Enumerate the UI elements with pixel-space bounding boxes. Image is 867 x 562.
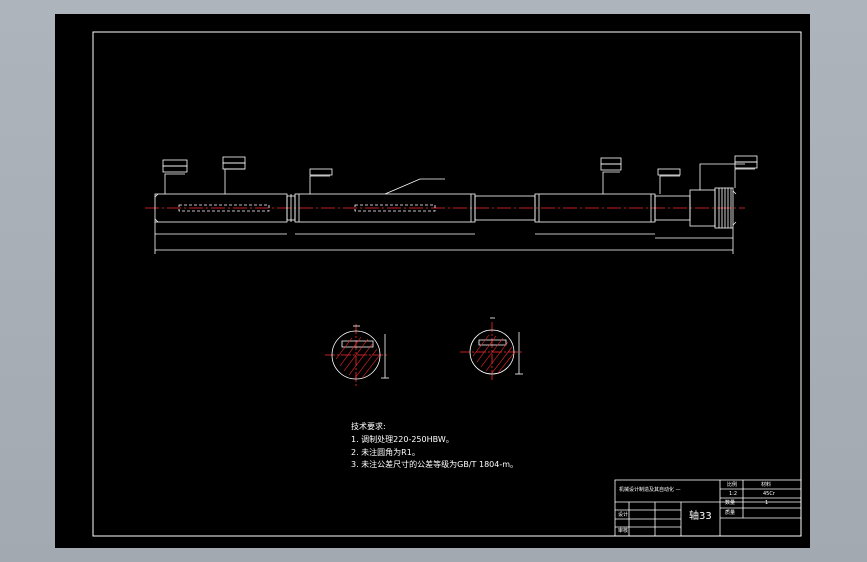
scale-value: 1:2 (729, 491, 738, 497)
weight-label: 质量 (725, 510, 736, 516)
check-label: 审核 (618, 528, 629, 534)
note-item: 1. 调制处理220-250HBW。 (351, 435, 454, 444)
drawing-sheet: 技术要求: 1. 调制处理220-250HBW。 2. 未注圆角为R1。 3. … (55, 14, 810, 548)
keyway-1 (178, 204, 270, 212)
section-b-outline (469, 329, 515, 375)
section-a-outline (331, 330, 381, 380)
note-item: 2. 未注圆角为R1。 (351, 448, 420, 457)
shaft-main-view (145, 155, 758, 254)
drawing-name: 轴33 (689, 511, 712, 522)
quantity-label: 数量 (725, 500, 736, 506)
section-view-b (460, 317, 523, 382)
title-block (614, 479, 802, 537)
quantity-value: 1 (765, 500, 769, 506)
drawing-frame (92, 31, 802, 537)
material-value: 45Cr (763, 491, 775, 497)
notes-title: 技术要求: (351, 422, 386, 431)
design-label: 设计 (618, 512, 629, 518)
shaft-spline-end (714, 187, 734, 229)
project-name: 机械设计制造及其自动化 — (619, 487, 681, 493)
section-view-a (325, 324, 389, 386)
note-item: 3. 未注公差尺寸的公差等级为GB/T 1804-m。 (351, 460, 519, 469)
drawing-canvas (92, 31, 802, 537)
material-label: 材料 (761, 482, 772, 488)
scale-label: 比例 (727, 482, 738, 488)
keyway-2 (354, 204, 436, 212)
